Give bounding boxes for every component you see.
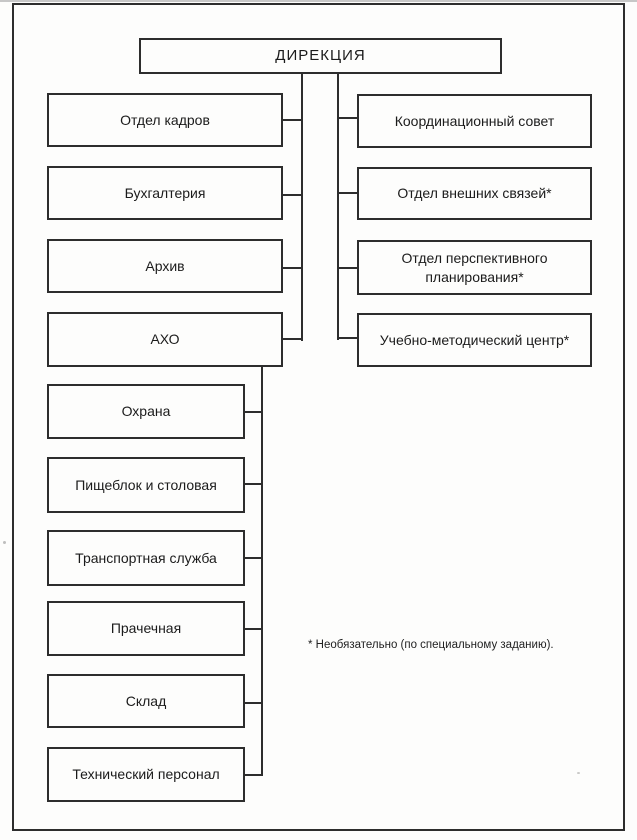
org-node-security: Охрана	[47, 384, 245, 439]
connector-stub	[282, 267, 303, 269]
org-node-catering: Пищеблок и столовая	[47, 457, 245, 513]
org-node-methodical-center: Учебно-методический центр*	[357, 313, 592, 367]
connector-stub	[337, 337, 358, 339]
org-node-external-relations: Отдел внешних связей*	[357, 167, 592, 220]
scan-artifact	[3, 541, 6, 544]
org-node-archive: Архив	[47, 239, 283, 293]
connector-stub	[244, 628, 263, 630]
connector-stub	[282, 194, 303, 196]
footnote: * Необязательно (по специальному заданию…	[308, 639, 554, 651]
connector-stub	[244, 774, 263, 776]
org-node-perspective-planning: Отдел перспективного планирования*	[357, 240, 592, 295]
diagram-outer-frame	[12, 3, 625, 831]
connector-stub	[282, 338, 303, 340]
connector-stub	[337, 117, 358, 119]
connector-trunk-axo	[261, 366, 263, 776]
connector-stub	[282, 119, 303, 121]
org-node-laundry: Прачечная	[47, 601, 245, 656]
org-node-direction: ДИРЕКЦИЯ	[139, 38, 502, 74]
org-node-axo: АХО	[47, 312, 283, 367]
connector-stub	[244, 483, 263, 485]
org-node-coordination-council: Координационный совет	[357, 94, 592, 148]
scan-artifact	[577, 772, 580, 774]
connector-stub	[244, 702, 263, 704]
connector-stub	[337, 267, 358, 269]
org-node-technical-staff: Технический персонал	[47, 747, 245, 802]
connector-stub	[244, 557, 263, 559]
connector-trunk-left	[301, 72, 303, 341]
connector-stub	[244, 411, 263, 413]
connector-trunk-right	[337, 72, 339, 340]
org-node-warehouse: Склад	[47, 674, 245, 728]
org-node-hr-department: Отдел кадров	[47, 93, 283, 147]
org-node-accounting: Бухгалтерия	[47, 166, 283, 220]
scan-edge-smudge	[0, 0, 637, 2]
connector-stub	[337, 192, 358, 194]
org-node-transport-service: Транспортная служба	[47, 530, 245, 586]
